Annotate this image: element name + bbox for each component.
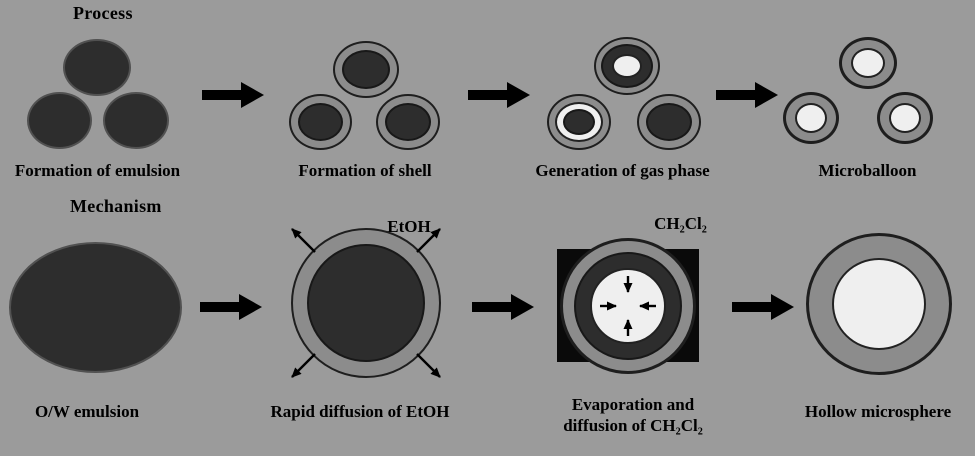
arrow-head (239, 294, 262, 320)
mechanism-step-label-2: Rapid diffusion of EtOH (270, 402, 450, 421)
arrow-right-icon (202, 82, 264, 108)
arrow-head (241, 82, 264, 108)
process-step-label-2: Formation of shell (298, 161, 432, 180)
droplet-core (307, 244, 425, 362)
arrow-head (771, 294, 794, 320)
mechanism-step-label-3: Evaporation and diffusion of CH₂Cl₂ (523, 394, 743, 436)
arrow-right-icon (716, 82, 778, 108)
arrow-head (755, 82, 778, 108)
gas-phase-droplet (547, 94, 611, 150)
process-section-title: Process (73, 3, 133, 23)
arrow-right-icon (732, 294, 794, 320)
hollow-core (832, 258, 926, 350)
droplet-core (385, 103, 431, 141)
arrow-right-icon (468, 82, 530, 108)
arrow-head (507, 82, 530, 108)
microballoon (877, 92, 933, 144)
arrow-head (511, 294, 534, 320)
emulsion-droplet (103, 92, 169, 149)
droplet-core (601, 44, 653, 88)
microballoon (783, 92, 839, 144)
arrow-shaft (716, 90, 755, 100)
ch2cl2-annotation: CH₂Cl₂ (654, 214, 707, 233)
droplet-core (298, 103, 343, 141)
hollow-core (795, 103, 827, 133)
mechanism-section-title: Mechanism (70, 196, 162, 216)
mechanism-step-label-4: Hollow microsphere (804, 402, 952, 421)
mechanism-step-label-3-line2: diffusion of CH₂Cl₂ (563, 416, 703, 435)
process-step-label-1: Formation of emulsion (14, 161, 181, 180)
shelled-droplet (376, 94, 440, 150)
mechanism-step-label-3-line1: Evaporation and (571, 395, 695, 414)
droplet-core (342, 50, 390, 89)
gas-phase-droplet (637, 94, 701, 150)
hollow-core (889, 103, 921, 133)
droplet-core (563, 109, 595, 135)
emulsion-droplet (63, 39, 131, 96)
inward-diffusion-arrows-icon (600, 276, 656, 336)
shelled-droplet (289, 94, 352, 150)
arrow-shaft (472, 302, 511, 312)
arrow-right-icon (200, 294, 262, 320)
arrow-shaft (200, 302, 239, 312)
ow-emulsion-droplet (9, 242, 182, 373)
etoh-annotation: EtOH (387, 217, 431, 236)
process-step-label-3: Generation of gas phase (535, 161, 710, 180)
etoh-droplet (291, 228, 441, 378)
gas-phase-droplet (594, 37, 660, 95)
microballoon (839, 37, 897, 89)
emulsion-droplet (27, 92, 92, 149)
gas-bubble (612, 54, 642, 78)
hollow-core (851, 48, 885, 78)
arrow-right-icon (472, 294, 534, 320)
droplet-core (646, 103, 692, 141)
arrow-shaft (732, 302, 771, 312)
process-step-label-4: Microballoon (818, 161, 917, 180)
ch2cl2-droplet (560, 238, 696, 374)
arrow-shaft (468, 90, 507, 100)
hollow-microsphere (806, 233, 952, 375)
outward-diffusion-arrows-icon (291, 228, 441, 378)
arrow-shaft (202, 90, 241, 100)
shelled-droplet (333, 41, 399, 98)
mechanism-step-label-1: O/W emulsion (34, 402, 140, 421)
